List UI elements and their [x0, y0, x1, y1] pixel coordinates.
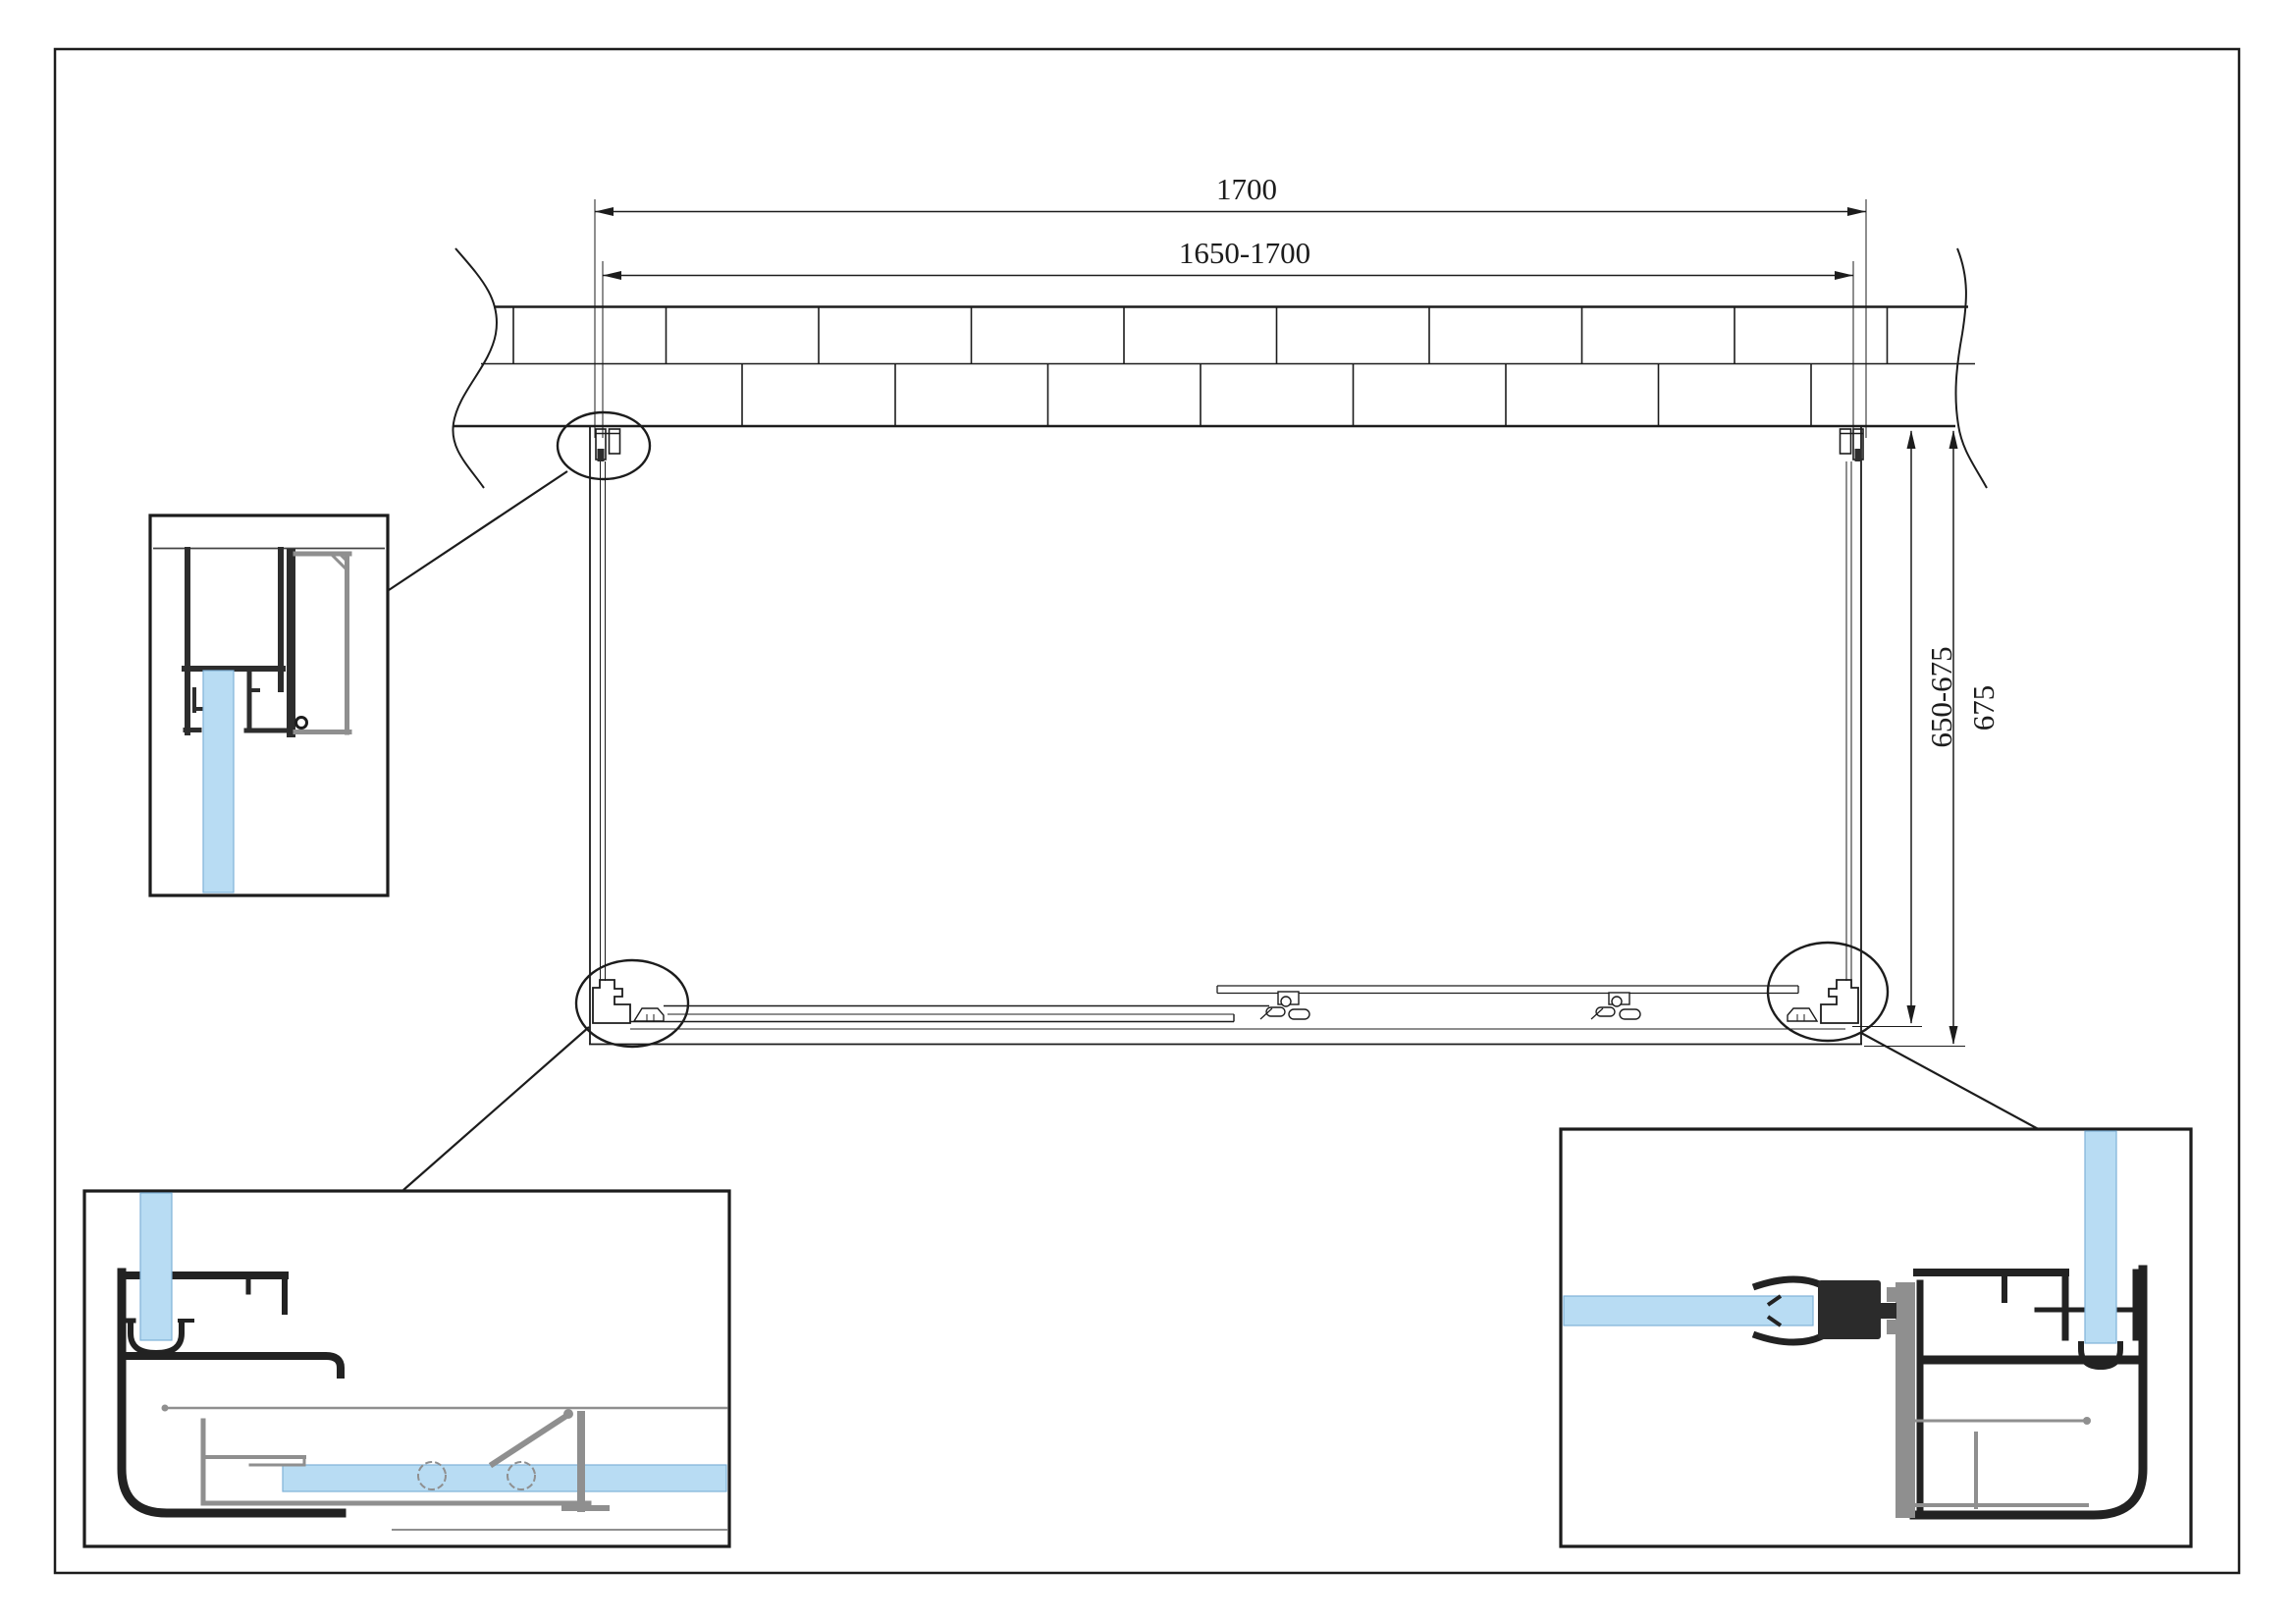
fixed-glass-section-vertical: [139, 1192, 173, 1341]
dim-label-1650-1700: 1650-1700: [1179, 236, 1310, 270]
fixed-glass-section-vertical-right: [2084, 1130, 2117, 1344]
dimension-right-inner: 650-675: [1852, 430, 1958, 1027]
side-wall-profile: [1909, 1265, 2148, 1520]
detail-view-sill-left: [82, 1189, 731, 1548]
threshold-profile: [163, 1406, 728, 1531]
front-door-rail: [630, 1004, 1269, 1023]
wall-bracket-top-left: [595, 428, 621, 461]
magnet-block: [1818, 1280, 1881, 1339]
leader-line-bottom-left: [402, 1026, 590, 1191]
tiled-wall: [452, 247, 1988, 489]
roller-assembly-right: [1590, 992, 1641, 1020]
corner-bracket-bottom-left: [592, 979, 665, 1024]
leader-line-bottom-right: [1860, 1032, 2045, 1133]
detail-view-sill-right: [1559, 1127, 2193, 1548]
dim-label-650-675: 650-675: [1924, 646, 1958, 747]
callout-circle-bottom-right: [1766, 941, 1890, 1043]
corner-bracket-bottom-right: [1787, 979, 1859, 1024]
callout-circle-bottom-left: [574, 958, 690, 1049]
dimension-right-outer: 675: [1864, 430, 2001, 1047]
wall-break-line-left: [452, 247, 498, 489]
rear-door-rail: [1216, 985, 1799, 995]
glass-clamp-shoe-right: [2078, 1341, 2123, 1371]
door-glass-section-horizontal: [282, 1464, 727, 1492]
dimension-top-outer: 1700: [594, 172, 1867, 438]
fixed-glass-section-top-left: [202, 670, 235, 893]
dim-label-675: 675: [1966, 685, 2001, 731]
glass-clamp-shoe: [128, 1320, 185, 1357]
magnetic-seal: [1751, 1275, 1896, 1346]
callout-circle-top-left: [556, 410, 652, 481]
inner-tray-lines: [1914, 1419, 2089, 1509]
leader-line-top-left: [388, 470, 568, 591]
cover-profile-section: [293, 551, 352, 735]
wall-bracket-top-right: [1839, 428, 1864, 461]
roller-screw-mark: [507, 1461, 536, 1490]
enclosure-plan: [589, 427, 1864, 1046]
dim-label-1700: 1700: [1216, 172, 1277, 206]
screw-boss: [294, 716, 308, 730]
detail-view-top-profile: [148, 514, 390, 897]
dimension-top-inner: 1650-1700: [602, 236, 1854, 438]
tile-joints-top-row: [512, 307, 1889, 363]
detail-box-bottom-left: [82, 1189, 731, 1548]
wall-profile-section: [182, 547, 290, 735]
wall-break-line-right: [1954, 247, 1988, 489]
detail-callouts: [388, 410, 2045, 1191]
sheet-border: [53, 47, 2241, 1575]
roller-screw-mark: [417, 1461, 447, 1490]
gray-trim-strip: [1896, 1282, 1915, 1518]
tile-joints-bottom-row: [741, 364, 1812, 425]
roller-assembly-left: [1259, 991, 1310, 1020]
